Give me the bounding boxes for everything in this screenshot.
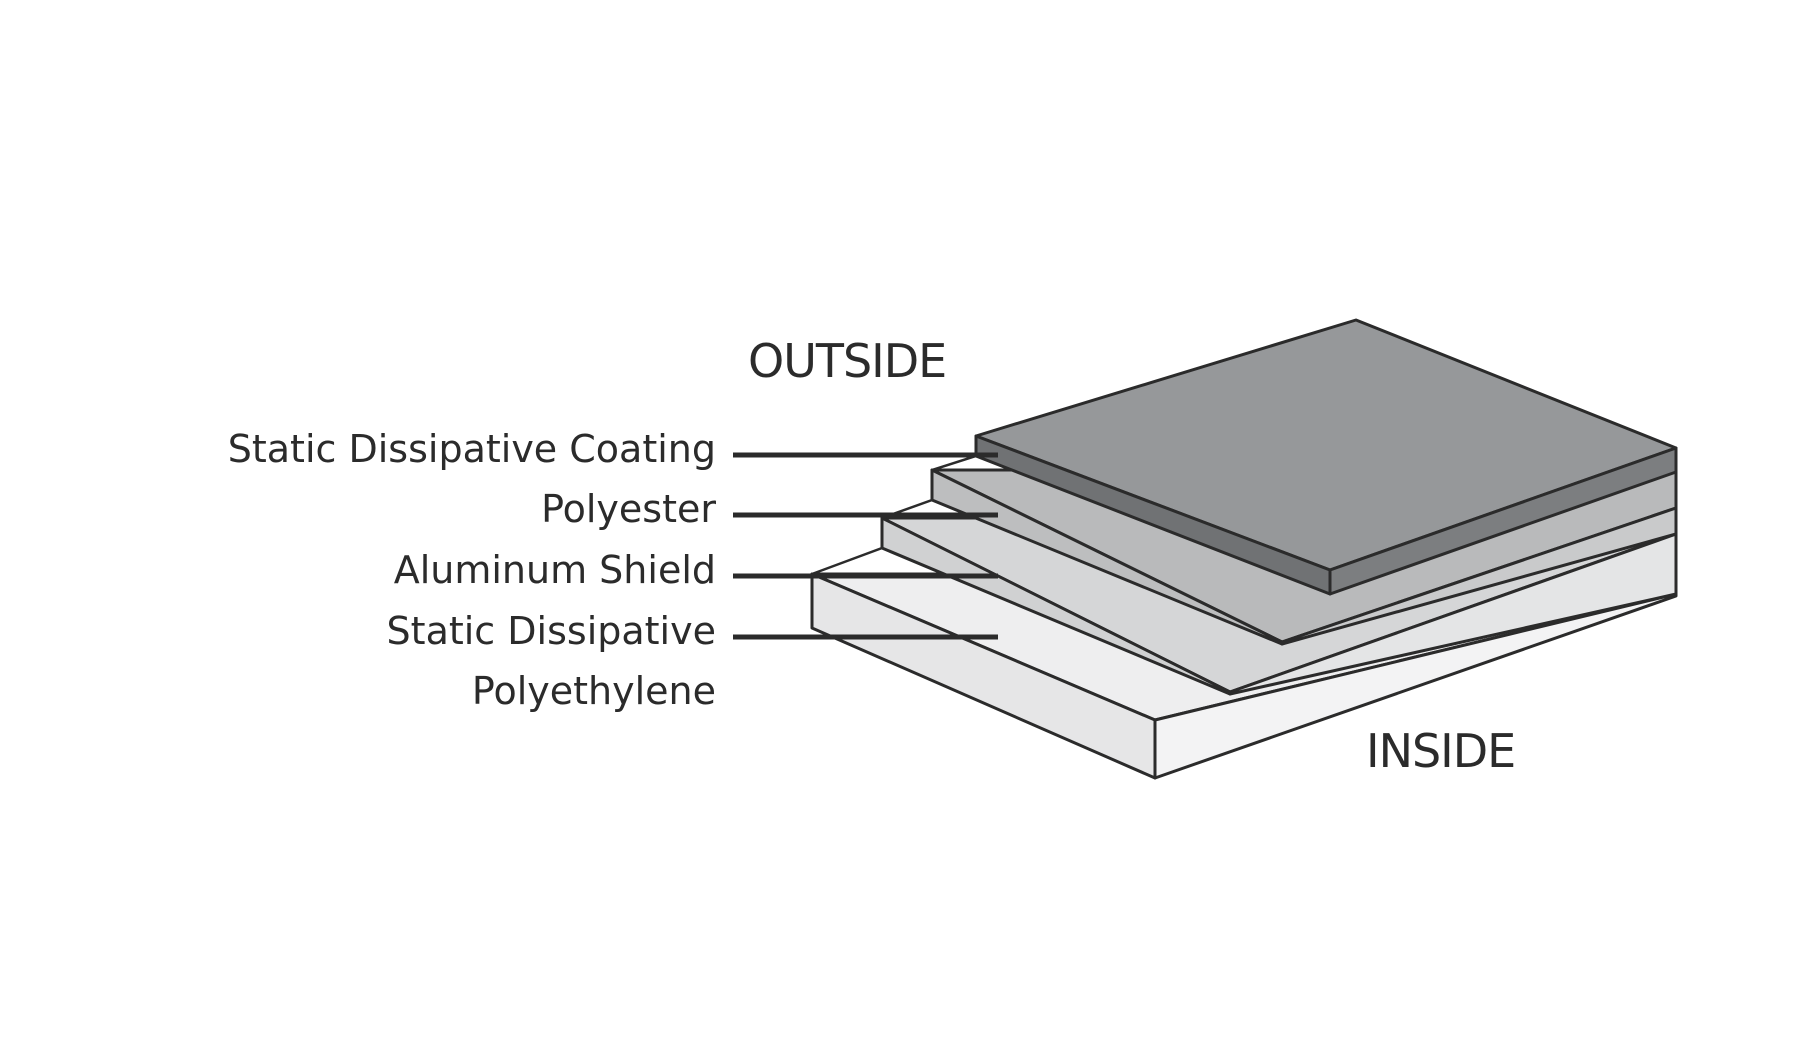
polyethylene-right-face <box>1153 592 1678 780</box>
label-static-dissipative: Static Dissipative <box>387 609 716 653</box>
coating-right-face <box>1328 446 1678 596</box>
label-polyethylene: Polyethylene <box>472 669 716 713</box>
polyester-right-face <box>1280 506 1678 646</box>
label-aluminum-shield: Aluminum Shield <box>394 548 716 592</box>
inside-label: INSIDE <box>1366 724 1515 778</box>
label-polyester: Polyester <box>541 487 716 531</box>
outside-label: OUTSIDE <box>748 334 946 388</box>
label-static-dissipative-coating: Static Dissipative Coating <box>228 427 716 471</box>
aluminum-right-face <box>1228 532 1678 696</box>
